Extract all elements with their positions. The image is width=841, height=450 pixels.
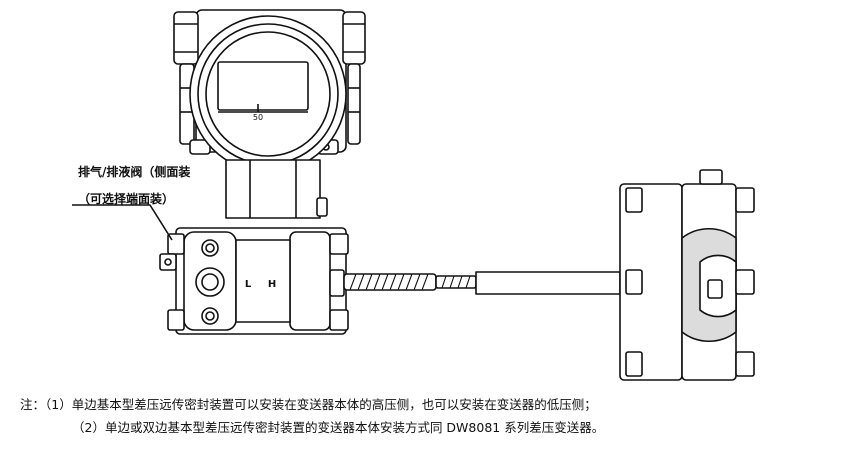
vent-valve-callout-option: （可选择端面装） — [78, 190, 174, 207]
port-label-high: H — [268, 279, 276, 290]
remote-diaphragm-seal — [619, 169, 755, 381]
notes: 注：（1）单边基本型差压远传密封装置可以安装在变送器本体的高压侧，也可以安装在变… — [20, 393, 830, 439]
callout-leader — [72, 204, 173, 241]
display-scale-label: 50 — [253, 113, 263, 122]
vent-valve-callout: 排气/排液阀（侧面装 — [78, 163, 190, 180]
sensor-flange-assembly — [159, 227, 349, 335]
note-line-2: （2）单边或双边基本型差压远传密封装置的变送器本体安装方式同 DW8081 系列… — [72, 420, 605, 435]
note-line-1: 注：（1）单边基本型差压远传密封装置可以安装在变送器本体的高压侧，也可以安装在变… — [20, 397, 597, 412]
port-label-low: L — [245, 279, 252, 290]
callout-line-2: （可选择端面装） — [78, 192, 175, 206]
housing-neck — [225, 159, 328, 219]
capillary-line — [343, 271, 621, 295]
callout-line-1: 排气/排液阀（侧面装 — [78, 165, 191, 179]
display-window — [189, 15, 347, 173]
transmitter-drawing: 50 L H — [72, 9, 755, 381]
